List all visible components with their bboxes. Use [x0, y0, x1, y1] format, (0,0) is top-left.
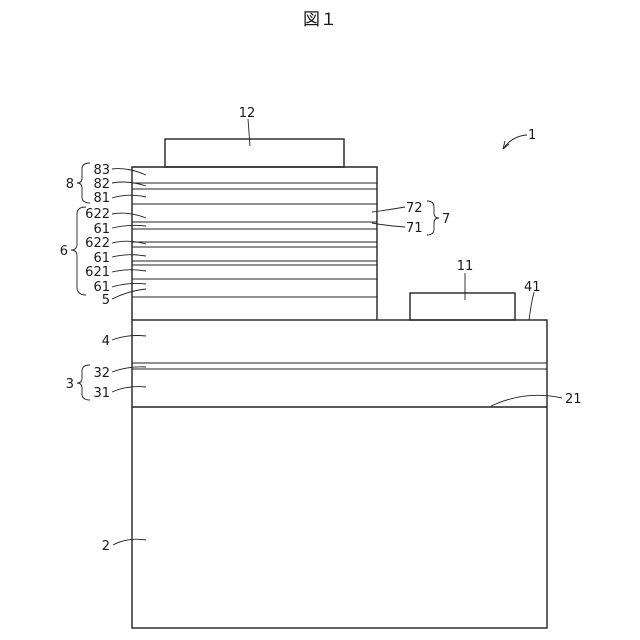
device-structure — [132, 139, 547, 628]
label-layer-31: 31 — [93, 386, 110, 401]
label-surface-41: 41 — [524, 280, 541, 295]
label-layer-83: 83 — [93, 163, 110, 178]
label-substrate-2: 2 — [102, 539, 110, 554]
brace-3 — [77, 365, 90, 400]
lower-block-outline — [132, 320, 547, 628]
label-electrode-11: 11 — [457, 259, 474, 274]
label-layer-622-top: 622 — [85, 207, 110, 222]
figure-title: 図１ — [303, 10, 337, 30]
label-layer-3: 3 — [66, 377, 74, 392]
label-layer-61-a: 61 — [93, 222, 110, 237]
label-layer-32: 32 — [93, 366, 110, 381]
label-layer-4: 4 — [102, 334, 110, 349]
brace-8 — [77, 163, 90, 203]
label-layer-621: 621 — [85, 265, 110, 280]
label-layer-82: 82 — [93, 177, 110, 192]
braces — [71, 163, 439, 400]
label-interface-21: 21 — [565, 392, 582, 407]
label-layer-71: 71 — [406, 221, 423, 236]
label-layer-7: 7 — [442, 212, 450, 227]
electrode-12 — [165, 139, 344, 167]
reference-labels: 1 12 11 41 21 8 83 82 81 6 622 61 622 61… — [60, 106, 582, 554]
label-layer-622-mid: 622 — [85, 236, 110, 251]
brace-7 — [427, 201, 439, 235]
label-layer-61-b: 61 — [93, 251, 110, 266]
brace-6 — [71, 207, 86, 295]
label-layer-72: 72 — [406, 201, 423, 216]
label-electrode-12: 12 — [239, 106, 256, 121]
electrode-11 — [410, 293, 515, 320]
label-device: 1 — [528, 128, 536, 143]
label-layer-5: 5 — [102, 293, 110, 308]
label-layer-8: 8 — [66, 177, 74, 192]
label-layer-81: 81 — [93, 191, 110, 206]
label-layer-6: 6 — [60, 244, 68, 259]
